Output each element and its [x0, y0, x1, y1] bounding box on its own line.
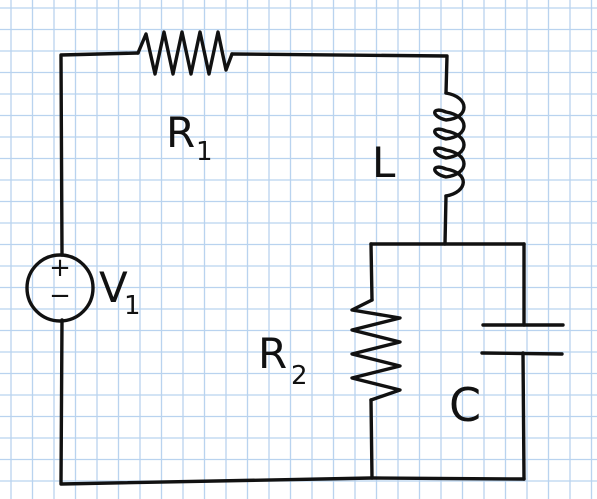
voltage-source-v1: + − V 1 [25, 253, 141, 323]
voltage-source-v1-plus: + [49, 253, 71, 283]
capacitor-c-bottom-plate [480, 351, 564, 356]
capacitor-c: C [449, 323, 565, 432]
wire-c-bottom [521, 351, 526, 481]
wire-inductor-to-node [443, 194, 448, 246]
wire-bottom [59, 318, 526, 486]
resistor-r2-subscript: 2 [291, 361, 308, 391]
inductor-l-label: L [372, 138, 396, 187]
voltage-source-v1-minus: − [49, 281, 71, 311]
wire-top-right [230, 52, 449, 95]
resistor-r1: R 1 [136, 30, 234, 167]
capacitor-c-label: C [449, 378, 481, 432]
resistor-r1-subscript: 1 [196, 137, 213, 167]
wire-top-left [59, 51, 140, 257]
voltage-source-v1-subscript: 1 [124, 291, 141, 321]
resistor-r1-label: R [166, 108, 195, 157]
inductor-l: L [372, 91, 466, 198]
inductor-l-coil [433, 91, 466, 198]
wires [59, 51, 526, 486]
resistor-r2-label: R [258, 329, 287, 378]
voltage-source-v1-circle [25, 253, 95, 323]
voltage-source-v1-label: V [99, 263, 128, 312]
resistor-r1-zigzag [136, 30, 234, 76]
resistor-r2: R 2 [258, 298, 402, 402]
wire-r2-bottom [369, 398, 374, 480]
wire-r2-top [369, 242, 374, 302]
resistor-r2-zigzag [350, 298, 402, 402]
